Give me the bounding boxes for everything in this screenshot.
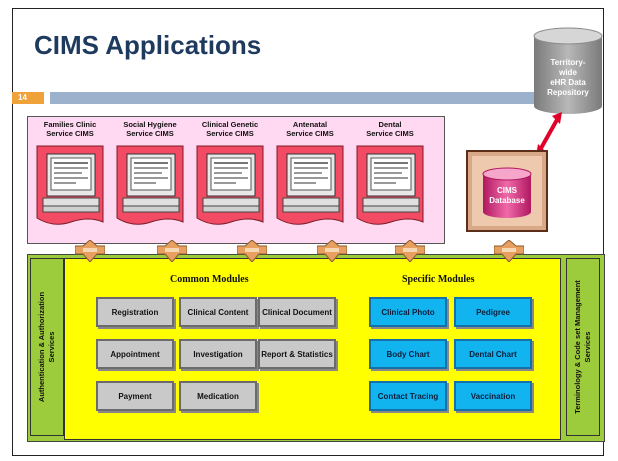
computer-icon bbox=[116, 145, 184, 225]
module-pedigree[interactable]: Pedigree bbox=[454, 297, 532, 327]
app-dental[interactable]: Dental Service CIMS bbox=[351, 120, 429, 238]
app-label-line2: Service CIMS bbox=[46, 129, 94, 138]
connector-icon bbox=[75, 240, 105, 262]
terminology-services-sublabel: Services bbox=[583, 331, 592, 363]
common-modules-title: Common Modules bbox=[170, 274, 249, 285]
app-label-line2: Service CIMS bbox=[286, 129, 334, 138]
module-medication[interactable]: Medication bbox=[179, 381, 257, 411]
page-number: 14 bbox=[12, 92, 44, 104]
module-clinical-content[interactable]: Clinical Content bbox=[179, 297, 257, 327]
terminology-services-label: Terminology & Code set Management bbox=[573, 280, 582, 414]
app-label-line1: Clinical Genetic bbox=[201, 120, 259, 129]
app-clinical-genetic[interactable]: Clinical Genetic Service CIMS bbox=[191, 120, 269, 238]
app-label-line1: Dental bbox=[378, 120, 402, 129]
module-investigation[interactable]: Investigation bbox=[179, 339, 257, 369]
module-dental-chart[interactable]: Dental Chart bbox=[454, 339, 532, 369]
app-label-line2: Service CIMS bbox=[206, 129, 254, 138]
app-label-line1: Families Clinic bbox=[43, 120, 97, 129]
computer-icon bbox=[276, 145, 344, 225]
app-label-line1: Social Hygiene bbox=[123, 120, 177, 129]
computer-icon bbox=[196, 145, 264, 225]
database-cylinder-icon bbox=[482, 167, 532, 218]
module-clinical-photo[interactable]: Clinical Photo bbox=[369, 297, 447, 327]
specific-modules-title: Specific Modules bbox=[402, 274, 475, 285]
connector-icon bbox=[395, 240, 425, 262]
app-social-hygiene[interactable]: Social Hygiene Service CIMS bbox=[111, 120, 189, 238]
app-label-line2: Service CIMS bbox=[126, 129, 174, 138]
terminology-services-panel: Terminology & Code set Management Servic… bbox=[566, 258, 600, 436]
repository-label: Territory- wide eHR Data Repository bbox=[547, 58, 589, 97]
connector-icon bbox=[157, 240, 187, 262]
title-underline-bar bbox=[50, 92, 550, 104]
auth-services-sublabel: Services bbox=[47, 331, 56, 363]
computer-icon bbox=[36, 145, 104, 225]
computer-icon bbox=[356, 145, 424, 225]
auth-services-label: Authentication & Authorization bbox=[37, 291, 46, 403]
repository-cylinder-icon bbox=[533, 27, 603, 114]
module-contact-tracing[interactable]: Contact Tracing bbox=[369, 381, 447, 411]
app-label-line2: Service CIMS bbox=[366, 129, 414, 138]
module-registration[interactable]: Registration bbox=[96, 297, 174, 327]
connector-icon bbox=[494, 240, 524, 262]
module-payment[interactable]: Payment bbox=[96, 381, 174, 411]
app-label-line1: Antenatal bbox=[292, 120, 328, 129]
connector-icon bbox=[317, 240, 347, 262]
app-antenatal[interactable]: Antenatal Service CIMS bbox=[271, 120, 349, 238]
auth-services-panel: Authentication & Authorization Services bbox=[30, 258, 64, 436]
module-body-chart[interactable]: Body Chart bbox=[369, 339, 447, 369]
slide-title: CIMS Applications bbox=[34, 30, 262, 60]
cims-database-label: CIMS Database bbox=[489, 186, 525, 205]
module-appointment[interactable]: Appointment bbox=[96, 339, 174, 369]
module-report-statistics[interactable]: Report & Statistics bbox=[258, 339, 336, 369]
module-vaccination[interactable]: Vaccination bbox=[454, 381, 532, 411]
connector-icon bbox=[237, 240, 267, 262]
app-families-clinic[interactable]: Families Clinic Service CIMS bbox=[31, 120, 109, 238]
module-clinical-document[interactable]: Clinical Document bbox=[258, 297, 336, 327]
